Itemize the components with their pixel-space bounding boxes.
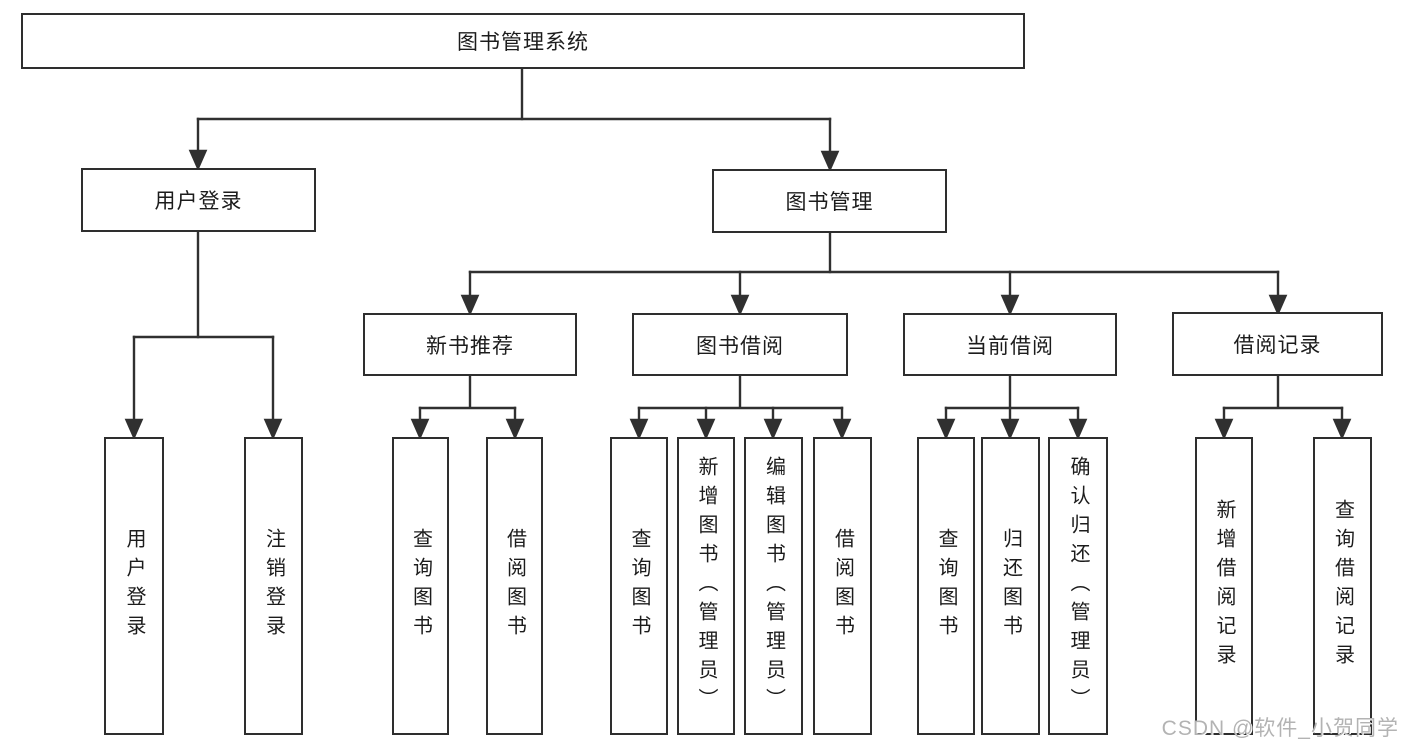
node-book-borrowing: 图书借阅 (632, 313, 848, 376)
node-user-login: 用户登录 (81, 168, 316, 232)
arrow-to-user-login (188, 117, 208, 171)
connector-records-split (1222, 374, 1344, 410)
arrow-records-search (1332, 406, 1352, 440)
arrow-current-confirm-return (1068, 406, 1088, 440)
connector-borrowing-split (637, 374, 844, 410)
arrow-to-new-book-recommendation (460, 270, 480, 316)
arrow-borrowing-search (629, 406, 649, 440)
arrow-to-borrowing-records (1268, 270, 1288, 316)
node-current-borrowing: 当前借阅 (903, 313, 1117, 376)
leaf-user-login: 用户登录 (104, 437, 164, 735)
connector-recommendation-split (418, 374, 517, 410)
arrow-to-book-borrowing (730, 270, 750, 316)
leaf-borrowing-edit-books-admin: 编辑图书（管理员） (744, 437, 803, 735)
leaf-current-search-books: 查询图书 (917, 437, 975, 735)
leaf-current-return-books: 归还图书 (981, 437, 1040, 735)
arrow-borrowing-add (696, 406, 716, 440)
arrow-current-search (936, 406, 956, 440)
leaf-current-confirm-return-admin: 确认归还（管理员） (1048, 437, 1108, 735)
arrow-to-book-management (820, 117, 840, 172)
node-book-management: 图书管理 (712, 169, 947, 233)
arrow-records-add (1214, 406, 1234, 440)
arrow-to-leaf-user-login (124, 335, 144, 440)
leaf-logout: 注销登录 (244, 437, 303, 735)
node-root: 图书管理系统 (21, 13, 1025, 69)
arrow-to-current-borrowing (1000, 270, 1020, 316)
node-new-book-recommendation: 新书推荐 (363, 313, 577, 376)
leaf-records-add-record: 新增借阅记录 (1195, 437, 1253, 735)
arrow-recommend-borrow (505, 406, 525, 440)
leaf-borrowing-add-books-admin: 新增图书（管理员） (677, 437, 735, 735)
arrow-borrowing-borrow (832, 406, 852, 440)
connector-current-split (944, 374, 1080, 410)
leaf-borrowing-borrow-books: 借阅图书 (813, 437, 872, 735)
leaf-records-search-record: 查询借阅记录 (1313, 437, 1372, 735)
node-borrowing-records: 借阅记录 (1172, 312, 1383, 376)
leaf-borrowing-search-books: 查询图书 (610, 437, 668, 735)
arrow-recommend-search (410, 406, 430, 440)
leaf-recommend-borrow-books: 借阅图书 (486, 437, 543, 735)
watermark: CSDN @软件_小贺同学 (1161, 717, 1399, 740)
arrow-to-leaf-logout (263, 335, 283, 440)
arrow-current-return (1000, 406, 1020, 440)
arrow-borrowing-edit (763, 406, 783, 440)
leaf-recommend-search-books: 查询图书 (392, 437, 449, 735)
